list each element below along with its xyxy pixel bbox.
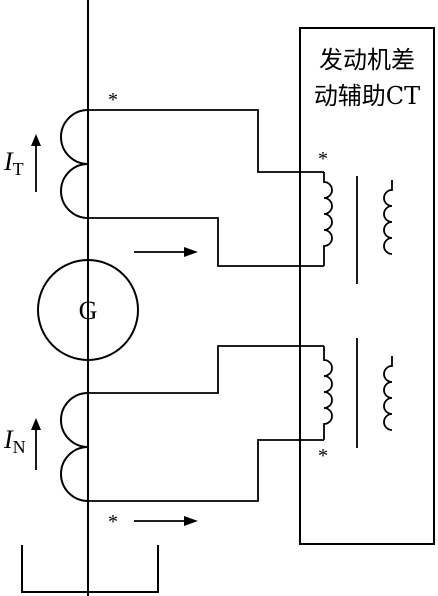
aux-ct-top-secondary-coil	[383, 180, 393, 255]
bottom-primary-winding	[60, 392, 89, 502]
generator-circle	[37, 259, 139, 361]
polarity-mark-aux-top: *	[318, 148, 328, 170]
aux-ct-enclosure	[299, 27, 435, 545]
top-loop-wire-upper	[88, 109, 324, 173]
current-arrow-top-head	[31, 134, 41, 146]
aux-ct-bottom-primary-coil	[323, 346, 333, 440]
aux-ct-top-primary-coil	[323, 172, 333, 266]
current-label-bottom: IN	[3, 425, 26, 457]
current-arrow-bottom-head	[31, 418, 41, 430]
current-label-top: IT	[3, 147, 24, 179]
flow-arrow-bottom-head	[184, 516, 198, 526]
ground-bracket	[21, 545, 159, 593]
top-loop-wire-lower	[88, 217, 324, 267]
polarity-mark-top-primary: *	[108, 89, 118, 111]
aux-ct-label-line2: 动辅助CT	[314, 82, 420, 110]
bottom-loop-wire-upper	[88, 345, 324, 394]
flow-arrow-middle-head	[184, 247, 198, 257]
aux-ct-label-line1: 发动机差	[319, 46, 415, 74]
top-primary-winding	[60, 109, 89, 219]
polarity-mark-aux-bottom: *	[318, 445, 328, 467]
polarity-mark-bottom-primary: *	[108, 511, 118, 533]
generator-label: G	[79, 296, 98, 325]
aux-ct-bottom-secondary-coil	[383, 356, 393, 431]
bottom-loop-wire-lower	[88, 439, 324, 502]
